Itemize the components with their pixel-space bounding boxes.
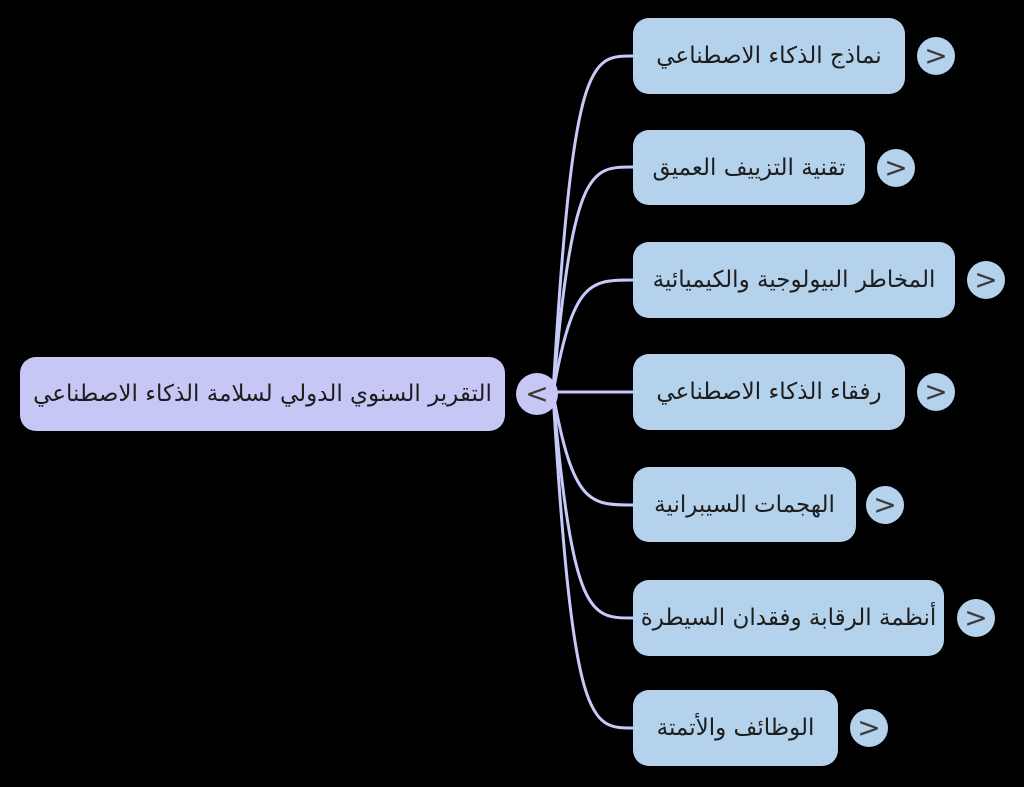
child-node-ai-models[interactable]: نماذج الذكاء الاصطناعي bbox=[633, 18, 905, 94]
root-collapse-toggle-icon[interactable]: < bbox=[516, 373, 558, 415]
child-node-bio-chemical-risks[interactable]: المخاطر البيولوجية والكيميائية bbox=[633, 242, 955, 318]
child-expand-toggle-icon[interactable]: > bbox=[967, 261, 1005, 299]
child-node-ai-companions[interactable]: رفقاء الذكاء الاصطناعي bbox=[633, 354, 905, 430]
child-expand-toggle-icon[interactable]: > bbox=[850, 709, 888, 747]
child-node-jobs-automation[interactable]: الوظائف والأتمتة bbox=[633, 690, 838, 766]
link-root-to-child-6 bbox=[551, 391, 635, 730]
child-expand-toggle-icon[interactable]: > bbox=[917, 37, 955, 75]
root-node[interactable]: التقرير السنوي الدولي لسلامة الذكاء الاص… bbox=[20, 357, 505, 431]
child-node-cyber-attacks[interactable]: الهجمات السيبرانية bbox=[633, 467, 856, 542]
child-expand-toggle-icon[interactable]: > bbox=[917, 373, 955, 411]
child-node-control-systems[interactable]: أنظمة الرقابة وفقدان السيطرة bbox=[633, 580, 944, 656]
link-root-to-child-4 bbox=[551, 391, 635, 507]
child-node-deepfake[interactable]: تقنية التزييف العميق bbox=[633, 130, 865, 205]
child-expand-toggle-icon[interactable]: > bbox=[957, 599, 995, 637]
link-root-to-child-0 bbox=[551, 54, 635, 395]
child-expand-toggle-icon[interactable]: > bbox=[866, 486, 904, 524]
child-expand-toggle-icon[interactable]: > bbox=[877, 149, 915, 187]
link-root-to-child-5 bbox=[551, 391, 635, 620]
link-root-to-child-2 bbox=[551, 278, 635, 395]
link-root-to-child-1 bbox=[551, 165, 635, 395]
